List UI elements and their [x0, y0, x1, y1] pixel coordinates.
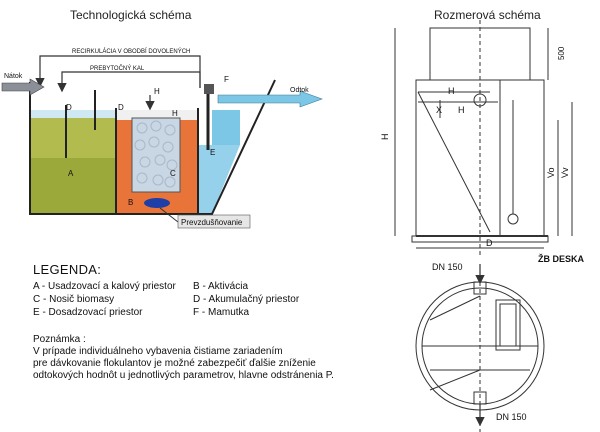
label-h2: H [172, 109, 178, 118]
label-d1: D [66, 103, 72, 112]
zb-deska-label: ŽB DESKA [538, 253, 585, 264]
diffuser [144, 198, 170, 208]
inflow-label: Nátok [4, 73, 23, 80]
legend: LEGENDA: A - Usadzovací a kalový priesto… [33, 262, 353, 318]
legend-item-a: A - Usadzovací a kalový priestor [33, 281, 176, 292]
inflow-arrow [1, 78, 45, 96]
label-c: C [170, 169, 176, 178]
legend-items: A - Usadzovací a kalový priestor B - Akt… [33, 281, 353, 318]
water-top [30, 110, 240, 145]
label-e: E [210, 148, 215, 157]
legend-item-c: C - Nosič biomasy [33, 294, 115, 305]
carrier-c [131, 117, 181, 193]
dim-h-small-label: H [448, 86, 455, 96]
aeration-leader [159, 207, 179, 223]
aeration-box [177, 214, 251, 229]
legend-item-f: F - Mamutka [193, 307, 250, 318]
compartment-e [198, 145, 240, 214]
legend-item-e: E - Dosadzovací priestor [33, 307, 143, 318]
legend-item-b: B - Aktivácia [193, 281, 249, 292]
label-a: A [68, 169, 74, 178]
outflow-label: Odtok [290, 87, 309, 94]
label-b: B [128, 198, 133, 207]
tech-tank [29, 79, 276, 215]
plan-pipe-1 [429, 295, 481, 321]
airlift-top [473, 93, 487, 107]
carrier-texture [134, 120, 178, 188]
dimension-text: 500 H H X H Vo Vv D ŽB DESKA DN 150 DN 1… [380, 46, 585, 422]
dim-vo-label: Vo [546, 167, 556, 178]
label-h1: H [154, 87, 160, 96]
dn-top-label: DN 150 [432, 262, 463, 272]
sloped-wall [417, 91, 491, 233]
airlift-head [204, 84, 214, 94]
note-line-1: V prípade individuálneho vybavenia čisti… [33, 346, 283, 357]
dimension-scheme-title: Rozmerová schéma [434, 8, 541, 22]
note-line-3: odtokových hodnôt u jednotlivých paramet… [33, 370, 334, 381]
aeration-label: Prevzdušňovanie [181, 218, 243, 227]
note-line-2: pre dávkovanie flokulantov je možné zabe… [33, 358, 316, 369]
dimension-drawing [394, 20, 573, 432]
pipes [35, 55, 201, 111]
dim-h2-label: H [458, 105, 465, 115]
legend-item-d: D - Akumulačný priestor [193, 294, 300, 305]
legend-title: LEGENDA: [33, 262, 102, 277]
tech-scheme-title: Technologická schéma [70, 8, 192, 22]
dim-vv-label: Vv [560, 167, 570, 178]
dim-h-label: H [380, 134, 390, 141]
tank-outline [29, 79, 276, 215]
dim-d-label: D [486, 238, 493, 248]
plan-module-1 [495, 299, 521, 351]
label-f: F [224, 75, 229, 84]
label-d2: D [118, 103, 124, 112]
note-title: Poznámka : [33, 334, 86, 345]
zb-slab [411, 235, 549, 243]
dim-500-label: 500 [557, 46, 566, 60]
plan-module-2 [499, 303, 517, 347]
recirculation-label: RECIRKULÁCIA V OBODBÍ DOVOLENÝCH [72, 48, 190, 55]
excess-sludge-label: PREBYTOČNÝ KAL [90, 65, 145, 72]
tech-text: Nátok Odtok RECIRKULÁCIA V OBODBÍ DOVOLE… [4, 48, 309, 227]
outflow-arrow [217, 90, 323, 108]
diffuser-symbol [507, 213, 519, 225]
dim-x-label: X [436, 105, 442, 115]
plan-pipe-2 [429, 369, 481, 391]
compartment-a-top [30, 118, 116, 158]
note: Poznámka : V prípade individuálneho vyba… [33, 334, 343, 382]
dn-bottom-label: DN 150 [496, 412, 527, 422]
excess-sludge-pipe [57, 71, 201, 93]
compartment-d-upper [116, 110, 198, 120]
